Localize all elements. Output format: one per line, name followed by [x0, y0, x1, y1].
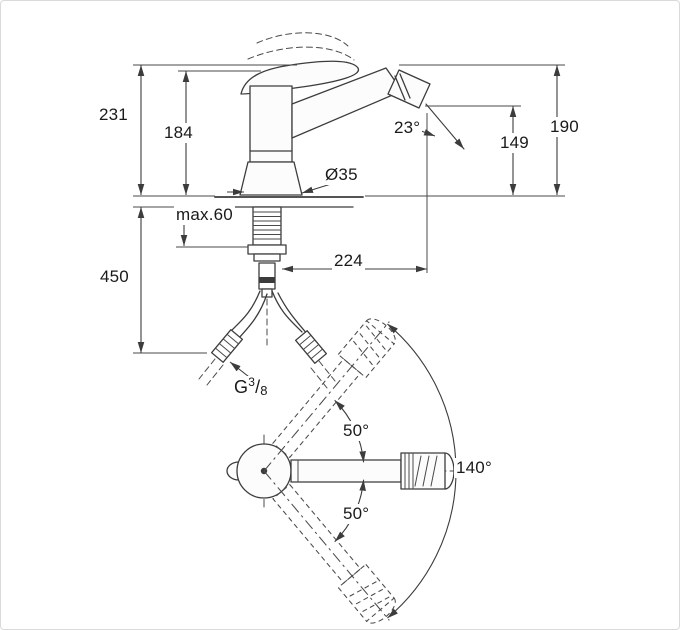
faucet-body [249, 85, 293, 163]
hose-connector [258, 262, 276, 290]
escutcheon-base [239, 161, 303, 196]
dim-swivel-range: 140° [454, 458, 494, 478]
top-view-spout [290, 459, 402, 483]
dim-overall-height: 231 [97, 105, 130, 125]
top-view-faucet [226, 434, 458, 508]
dim-base-diameter: Ø35 [323, 165, 360, 185]
supply-hose-right [271, 290, 303, 333]
dim-swivel-lower: 50° [341, 504, 372, 524]
mounting-nut [247, 244, 287, 255]
dim-outlet-height: 190 [548, 117, 581, 137]
thread-denominator: 8 [260, 383, 268, 398]
dim-spout-angle: 23° [392, 118, 423, 138]
dim-clearance-height: 149 [498, 133, 531, 153]
aerator-head [387, 69, 431, 109]
dim-thread-size: G3/8 [232, 375, 270, 399]
swivel-position-upper [263, 318, 396, 472]
dim-swivel-upper: 50° [341, 421, 372, 441]
dim-spout-reach: 224 [332, 251, 365, 271]
thread-prefix: G [234, 377, 249, 397]
hose-fitting-left [210, 329, 244, 363]
side-view-faucet [198, 32, 465, 389]
supply-hose-left [229, 290, 261, 333]
thread-slash: / [255, 377, 261, 397]
handle-raised-sketch [256, 32, 349, 47]
stream-direction-arrow [425, 103, 465, 150]
dim-max-mounting-thickness: max.60 [174, 205, 235, 225]
top-view-aerator [400, 452, 446, 490]
thread-numerator: 3 [248, 375, 256, 389]
leader-diameter-35 [301, 183, 332, 194]
handle-raised-sketch-2 [247, 46, 355, 61]
dim-hose-length: 450 [98, 267, 131, 287]
dim-body-height: 184 [162, 123, 195, 143]
hose-fitting-right [294, 330, 328, 364]
